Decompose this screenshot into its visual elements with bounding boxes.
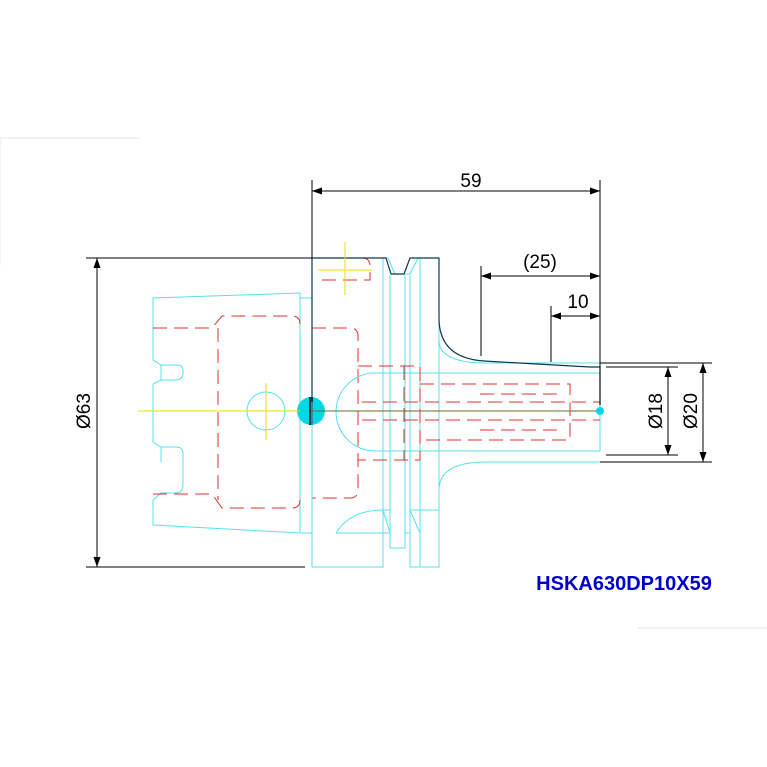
- drawing-frame: [0, 137, 767, 629]
- body-outline: [311, 257, 440, 568]
- dimension-short-length: 10: [550, 292, 600, 362]
- part-number-label: HSKA630DP10X59: [536, 573, 712, 595]
- dimension-reference-length: (25): [480, 252, 600, 356]
- flange-diameter-value: Ø63: [74, 393, 95, 429]
- short-length-value: 10: [567, 292, 588, 313]
- tool-tip-marker: [596, 407, 604, 415]
- bore-diameter-value: Ø18: [646, 393, 667, 429]
- reference-length-value: (25): [523, 252, 557, 273]
- dimension-bore-diameter: Ø18: [606, 366, 678, 456]
- dimension-overall-length: 59: [311, 171, 601, 405]
- bore-hidden-lines: [358, 365, 600, 461]
- shank-hidden-lines: [153, 257, 371, 509]
- dimension-flange-diameter: Ø63: [74, 257, 312, 568]
- hsk-shank-outline: [152, 292, 312, 534]
- dimension-nose-diameter: Ø20: [600, 362, 712, 463]
- central-bore: [335, 339, 601, 491]
- tool-profile: [311, 257, 601, 405]
- overall-length-value: 59: [460, 171, 481, 192]
- nose-diameter-value: Ø20: [681, 393, 702, 429]
- center-lines: [138, 242, 600, 440]
